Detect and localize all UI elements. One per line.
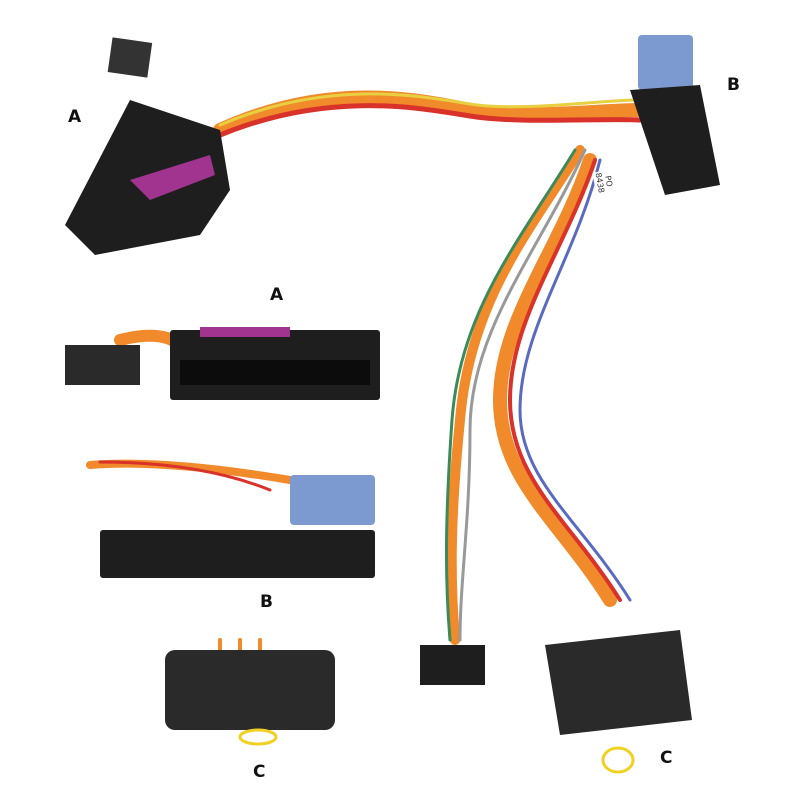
- module-c-detail: [165, 650, 335, 730]
- label-a-main: A: [68, 107, 82, 127]
- module-c: [545, 630, 692, 735]
- detail-blue-connector: [290, 475, 375, 525]
- main-wire-bundle: [86, 90, 647, 657]
- small-connector-a: [107, 37, 153, 78]
- label-c-detail: C: [253, 762, 266, 782]
- blue-connector-b: [638, 35, 693, 90]
- wire-tag: PO 8438: [592, 169, 616, 195]
- detail-connector-b: [100, 530, 375, 578]
- label-b-detail: B: [260, 592, 273, 612]
- purple-latch: [130, 155, 215, 200]
- label-b-main: B: [727, 75, 740, 95]
- label-a-detail: A: [270, 285, 284, 305]
- connector-b: [630, 85, 720, 195]
- label-c-main: C: [660, 748, 673, 768]
- pin-connector: [420, 645, 485, 685]
